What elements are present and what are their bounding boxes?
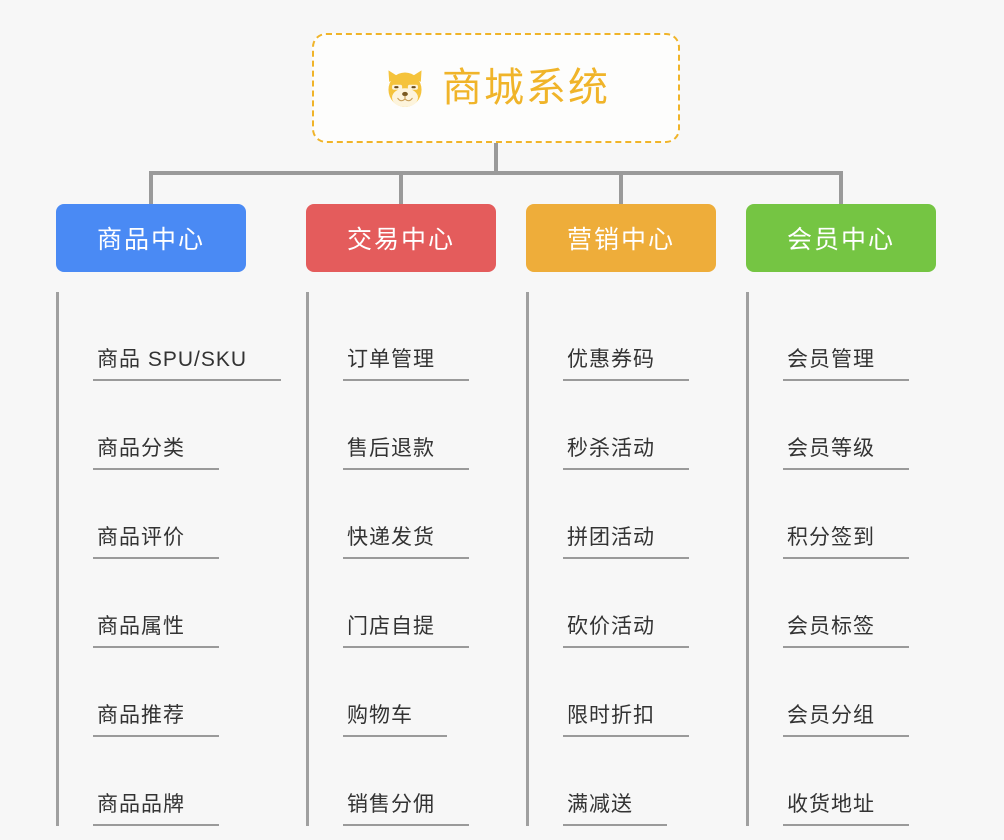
item-label: 商品评价: [93, 527, 219, 559]
list-item[interactable]: 优惠券码: [547, 292, 716, 381]
item-list-member-center: 会员管理 会员等级 积分签到 会员标签 会员分组 收货地址: [746, 292, 936, 826]
item-label: 购物车: [343, 705, 447, 737]
item-label: 会员分组: [783, 705, 909, 737]
item-label: 满减送: [563, 794, 667, 826]
item-label: 拼团活动: [563, 527, 689, 559]
category-column-marketing-center: 营销中心 优惠券码 秒杀活动 拼团活动 砍价活动 限时折扣 满减送: [526, 204, 716, 826]
item-label: 收货地址: [783, 794, 909, 826]
item-label: 商品推荐: [93, 705, 219, 737]
root-node[interactable]: 商城系统: [312, 33, 680, 143]
list-item[interactable]: 购物车: [327, 648, 496, 737]
category-title: 交易中心: [346, 226, 455, 254]
list-item[interactable]: 商品分类: [77, 381, 246, 470]
category-title: 营销中心: [566, 226, 675, 254]
list-item[interactable]: 会员等级: [767, 381, 936, 470]
item-label: 积分签到: [783, 527, 909, 559]
list-item[interactable]: 快递发货: [327, 470, 496, 559]
item-label: 售后退款: [343, 438, 469, 470]
list-item[interactable]: 商品评价: [77, 470, 246, 559]
category-column-member-center: 会员中心 会员管理 会员等级 积分签到 会员标签 会员分组 收货地址: [746, 204, 936, 826]
category-header-marketing-center[interactable]: 营销中心: [526, 204, 716, 272]
item-label: 商品 SPU/SKU: [93, 349, 282, 381]
item-label: 商品品牌: [93, 794, 219, 826]
list-item[interactable]: 会员标签: [767, 559, 936, 648]
item-label: 会员管理: [783, 349, 909, 381]
category-header-member-center[interactable]: 会员中心: [746, 204, 936, 272]
item-label: 销售分佣: [343, 794, 469, 826]
list-item[interactable]: 销售分佣: [327, 737, 496, 826]
category-header-trade-center[interactable]: 交易中心: [306, 204, 496, 272]
list-item[interactable]: 积分签到: [767, 470, 936, 559]
item-label: 快递发货: [343, 527, 469, 559]
item-label: 秒杀活动: [563, 438, 689, 470]
list-item[interactable]: 砍价活动: [547, 559, 716, 648]
list-item[interactable]: 门店自提: [327, 559, 496, 648]
category-header-product-center[interactable]: 商品中心: [56, 204, 246, 272]
item-list-trade-center: 订单管理 售后退款 快递发货 门店自提 购物车 销售分佣: [306, 292, 496, 826]
item-label: 商品属性: [93, 616, 219, 648]
category-column-trade-center: 交易中心 订单管理 售后退款 快递发货 门店自提 购物车 销售分佣: [306, 204, 496, 826]
item-label: 订单管理: [343, 349, 469, 381]
list-item[interactable]: 订单管理: [327, 292, 496, 381]
item-label: 优惠券码: [563, 349, 689, 381]
list-item[interactable]: 限时折扣: [547, 648, 716, 737]
list-item[interactable]: 商品推荐: [77, 648, 246, 737]
item-label: 限时折扣: [563, 705, 689, 737]
item-label: 门店自提: [343, 616, 469, 648]
list-item[interactable]: 商品 SPU/SKU: [77, 292, 282, 381]
shiba-dog-icon: [388, 70, 422, 107]
list-item[interactable]: 满减送: [547, 737, 716, 826]
category-title: 商品中心: [96, 226, 205, 254]
item-label: 商品分类: [93, 438, 219, 470]
item-label: 砍价活动: [563, 616, 689, 648]
category-column-product-center: 商品中心 商品 SPU/SKU 商品分类 商品评价 商品属性 商品推荐 商品品牌: [56, 204, 282, 826]
item-label: 会员标签: [783, 616, 909, 648]
connector-drop-product-center: [149, 171, 153, 206]
item-label: 会员等级: [783, 438, 909, 470]
connector-drop-member-center: [839, 171, 843, 206]
list-item[interactable]: 拼团活动: [547, 470, 716, 559]
connector-root-stem: [494, 143, 498, 175]
category-title: 会员中心: [786, 226, 895, 254]
item-list-marketing-center: 优惠券码 秒杀活动 拼团活动 砍价活动 限时折扣 满减送: [526, 292, 716, 826]
connector-horizontal-bus: [149, 171, 843, 175]
list-item[interactable]: 收货地址: [767, 737, 936, 826]
list-item[interactable]: 售后退款: [327, 381, 496, 470]
list-item[interactable]: 秒杀活动: [547, 381, 716, 470]
list-item[interactable]: 商品品牌: [77, 737, 246, 826]
list-item[interactable]: 会员管理: [767, 292, 936, 381]
root-title: 商城系统: [442, 66, 610, 110]
item-list-product-center: 商品 SPU/SKU 商品分类 商品评价 商品属性 商品推荐 商品品牌: [56, 292, 282, 826]
connector-drop-trade-center: [399, 171, 403, 206]
list-item[interactable]: 商品属性: [77, 559, 246, 648]
list-item[interactable]: 会员分组: [767, 648, 936, 737]
connector-drop-marketing-center: [619, 171, 623, 206]
